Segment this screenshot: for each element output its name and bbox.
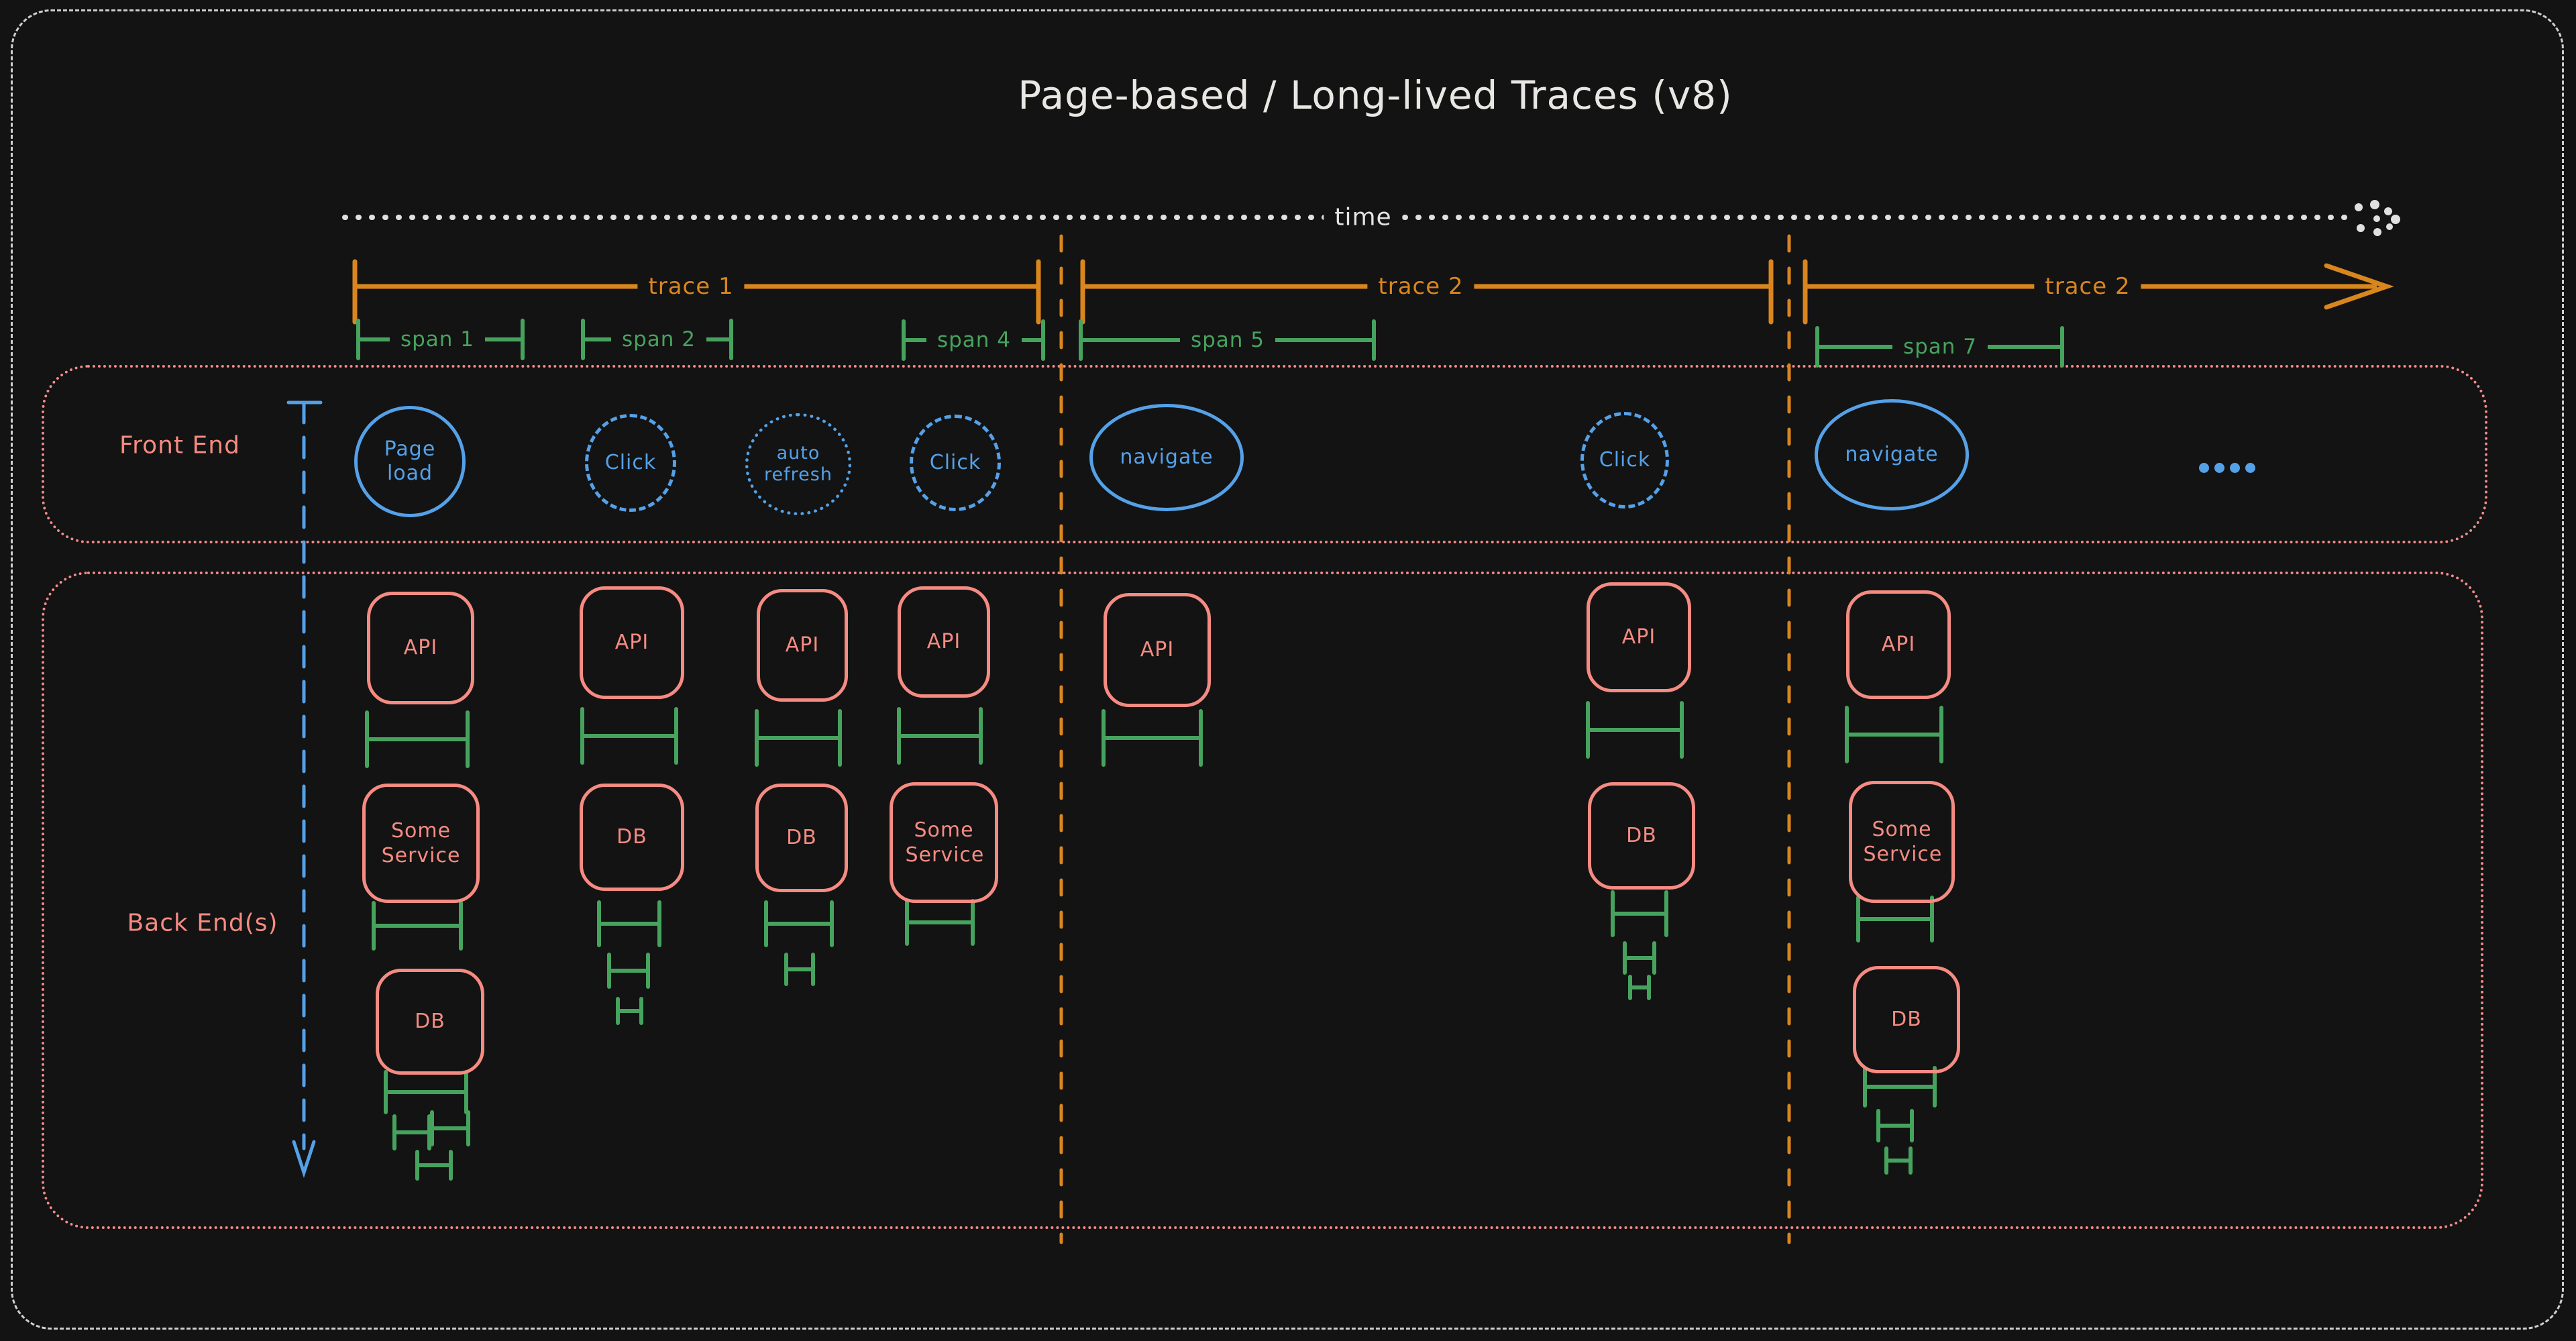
backend-box-label: Some Service (1863, 817, 1943, 867)
trace-arrowhead-icon (2324, 263, 2394, 310)
backend-brackets-col5 (1102, 709, 1203, 767)
event-click-1: Click (585, 414, 676, 512)
backend-brackets-col1 (365, 710, 470, 1181)
backend-box-some-service-7: Some Service (1849, 781, 1955, 903)
backend-box-label: Some Service (905, 818, 985, 867)
time-axis-line (342, 200, 2400, 236)
backend-box-db-6: DB (1588, 782, 1695, 890)
event-click-2-label: Click (929, 451, 981, 474)
backend-box-some-service-1: Some Service (362, 784, 480, 903)
event-navigate-2-label: navigate (1845, 443, 1939, 466)
backend-box-label: API (614, 631, 649, 655)
backend-box-label: DB (1626, 824, 1657, 848)
trace-2-label: trace 2 (1367, 272, 1474, 301)
backend-brackets-col3 (755, 709, 842, 986)
backend-lane-label: Back End(s) (127, 909, 278, 937)
backend-box-label: DB (786, 826, 817, 850)
backend-box-label: Some Service (381, 818, 461, 868)
event-page-load: Page load (354, 406, 466, 517)
backend-box-label: API (1140, 638, 1175, 662)
backend-box-api-2: API (580, 586, 684, 699)
span-1-label: span 1 (389, 326, 486, 353)
page-title: Page-based / Long-lived Traces (v8) (1018, 72, 1733, 118)
backend-box-label: DB (415, 1010, 445, 1034)
time-axis-label: time (1324, 202, 1403, 233)
backend-box-label: API (403, 636, 438, 660)
event-navigate-1: navigate (1089, 404, 1244, 511)
backend-box-api-3: API (757, 589, 848, 702)
backend-brackets-col7 (1845, 706, 1943, 1175)
backend-box-label: DB (616, 825, 647, 849)
arrow-down-icon (292, 1140, 316, 1179)
backend-box-some-service-4: Some Service (890, 782, 998, 903)
backend-box-api-6: API (1587, 582, 1691, 692)
event-click-2: Click (910, 415, 1001, 511)
trace-2-continued-label: trace 2 (2034, 272, 2141, 301)
page-lifetime-arrow (286, 400, 323, 1179)
event-page-load-label: Page load (384, 437, 436, 485)
event-click-1-label: Click (604, 451, 657, 474)
frontend-lane-band (42, 365, 2487, 543)
backend-box-label: API (785, 633, 820, 657)
span-5-label: span 5 (1179, 327, 1276, 354)
time-axis-end-burst-icon (2355, 200, 2400, 236)
backend-box-label: API (1881, 633, 1916, 657)
backend-box-db-7: DB (1853, 966, 1960, 1073)
backend-box-api-5: API (1104, 593, 1211, 707)
backend-box-label: API (926, 630, 961, 654)
event-auto-refresh-label: auto refresh (764, 442, 833, 485)
backend-box-label: DB (1891, 1008, 1922, 1032)
backend-box-api-4: API (898, 586, 990, 698)
backend-box-db-2: DB (580, 784, 684, 891)
event-navigate-1-label: navigate (1120, 445, 1214, 469)
canvas-dashed-border (11, 9, 2564, 1330)
event-auto-refresh: auto refresh (745, 413, 851, 515)
backend-box-label: API (1621, 625, 1656, 649)
event-click-3-label: Click (1599, 448, 1651, 472)
backend-box-api-7: API (1846, 590, 1951, 699)
span-7-label: span 7 (1892, 333, 1988, 360)
backend-brackets-col4 (897, 707, 983, 946)
backend-box-db-1: DB (376, 969, 484, 1075)
event-navigate-2: navigate (1815, 399, 1969, 511)
span-2-label: span 2 (610, 326, 707, 353)
trace-1-label: trace 1 (637, 272, 745, 301)
backend-lane-band (42, 572, 2483, 1229)
backend-box-db-3: DB (755, 784, 848, 892)
backend-box-api-1: API (367, 592, 474, 704)
backend-brackets-col6 (1586, 701, 1684, 1000)
frontend-lane-label: Front End (119, 431, 240, 460)
span-4-label: span 4 (926, 327, 1022, 354)
event-click-3: Click (1580, 412, 1669, 508)
backend-brackets-col2 (580, 707, 678, 1025)
